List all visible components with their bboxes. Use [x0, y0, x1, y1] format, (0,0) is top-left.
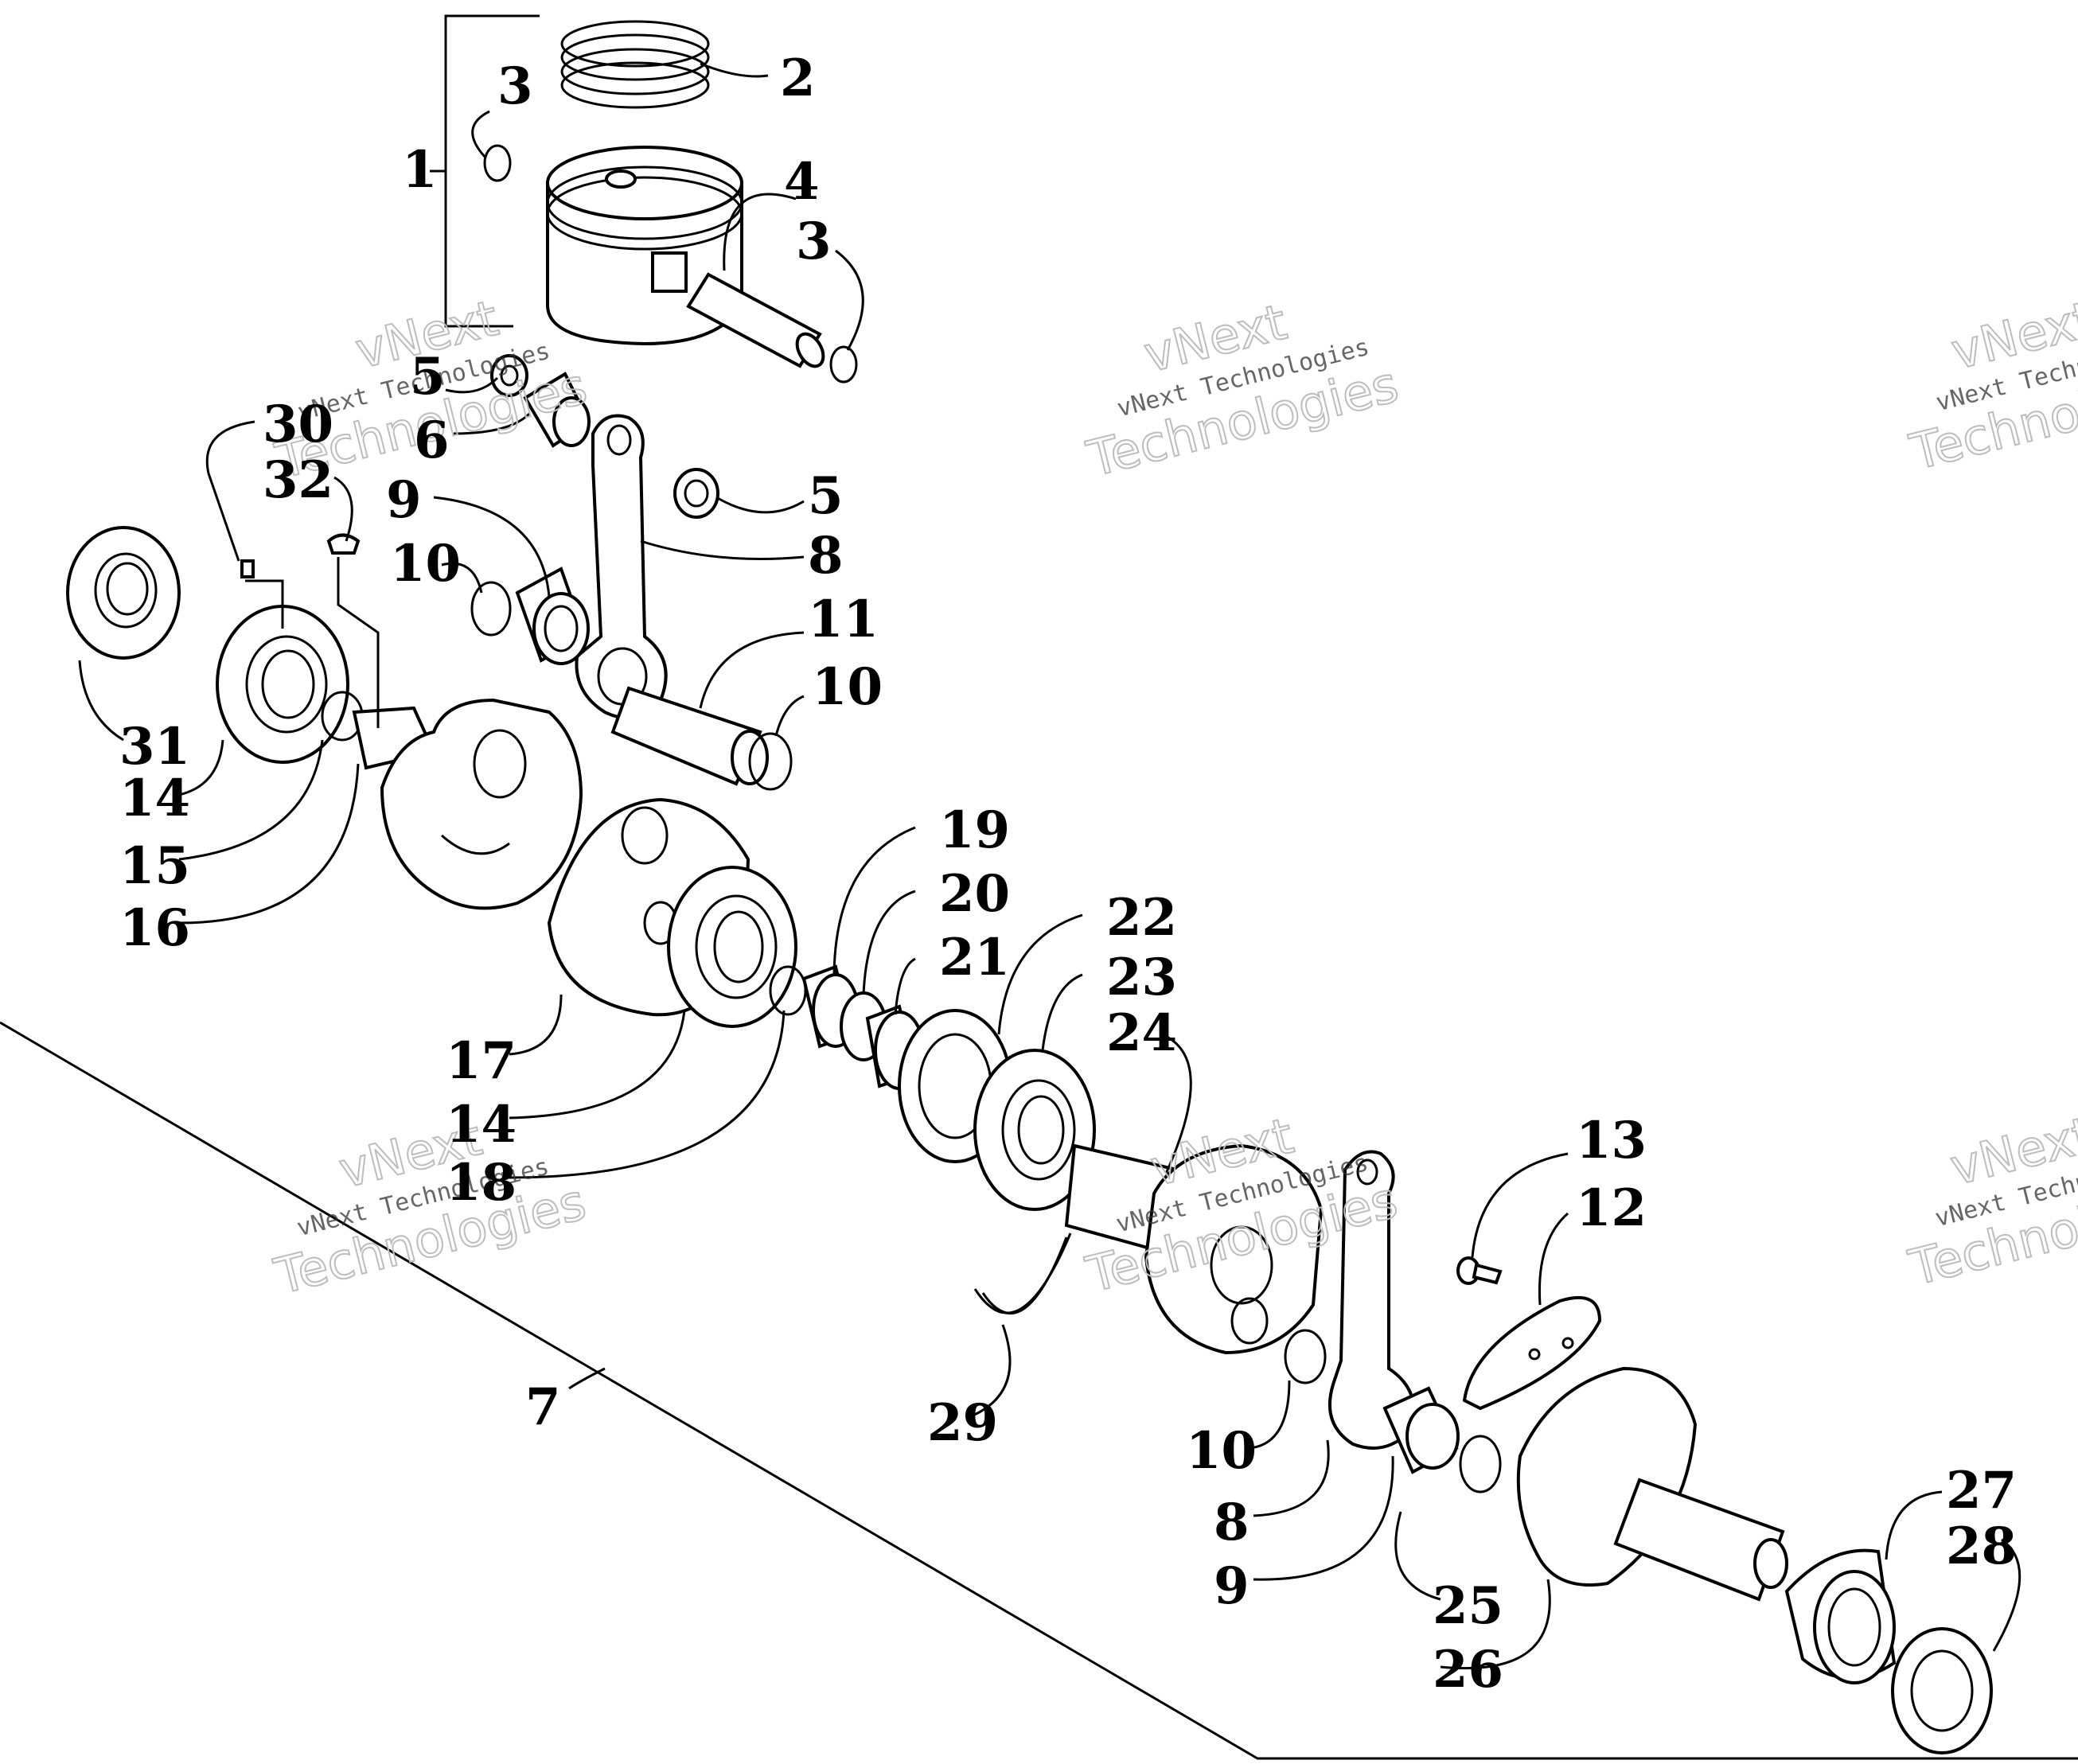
callout-1: 1 — [402, 140, 438, 200]
callout-3-right: 3 — [796, 212, 832, 271]
circlip-big-end-lower — [1284, 1329, 1327, 1384]
needle-bearing-big-end-lower — [1382, 1386, 1460, 1474]
connecting-rod-upper — [575, 414, 668, 720]
callout-8-upper: 8 — [808, 526, 844, 586]
thrust-washer-lower — [673, 468, 719, 519]
callout-labels: 1 2 3 3 4 5 5 6 7 8 8 9 9 10 10 10 11 12… — [119, 49, 2017, 1700]
ball-bearing-center — [667, 866, 797, 1028]
callout-23: 23 — [1106, 948, 1177, 1007]
roller-bearing — [1784, 1548, 1897, 1684]
piston-rings — [560, 20, 710, 109]
circlip-big-end-upper — [470, 581, 512, 637]
oil-seal-left — [66, 526, 181, 660]
wrist-pin — [686, 272, 825, 368]
needle-bearing-big-end-upper — [515, 567, 590, 665]
callout-9-lower: 9 — [1214, 1556, 1250, 1616]
callout-19: 19 — [939, 800, 1010, 860]
callout-20: 20 — [939, 864, 1010, 924]
callout-4: 4 — [784, 152, 820, 212]
callout-8-lower: 8 — [1214, 1493, 1250, 1552]
callout-27: 27 — [1946, 1461, 2017, 1521]
callout-15: 15 — [119, 836, 190, 896]
callout-32: 32 — [263, 450, 333, 510]
callout-13: 13 — [1576, 1111, 1647, 1170]
callout-12: 12 — [1576, 1178, 1647, 1238]
ball-bearing-23 — [973, 1049, 1096, 1211]
needle-bearing-small-end — [523, 372, 591, 448]
leader-lines — [0, 14, 2078, 1760]
ball-bearing-left — [216, 605, 349, 764]
callout-16: 16 — [119, 898, 190, 958]
counterweight — [1462, 1296, 1602, 1411]
watermark-top-right: vNext vNext Techn Technol — [1904, 289, 2078, 482]
callout-14-lower: 14 — [446, 1095, 517, 1155]
callout-28: 28 — [1946, 1517, 2017, 1576]
callout-9-upper: 9 — [386, 470, 422, 530]
callout-11: 11 — [808, 590, 879, 649]
callout-22: 22 — [1106, 888, 1177, 948]
oil-seal-right — [1891, 1627, 1993, 1754]
callout-25: 25 — [1433, 1576, 1503, 1636]
callout-10-left: 10 — [390, 534, 461, 594]
crankshaft-half-left — [352, 698, 583, 910]
piston — [546, 146, 743, 346]
crank-pin-upper — [610, 686, 769, 786]
dowel-pin — [240, 559, 255, 578]
callout-10-right: 10 — [812, 657, 883, 717]
callout-30: 30 — [263, 395, 333, 454]
callout-5-lower: 5 — [808, 466, 844, 526]
callout-3-upper: 3 — [497, 56, 533, 116]
watermark-bottom-right: vNext vNext Techn Technol — [1903, 1104, 2078, 1298]
callout-18: 18 — [446, 1153, 517, 1213]
circlip-upper — [483, 144, 512, 182]
retaining-clip — [973, 1232, 1072, 1315]
watermark-top-center: vNext vNext Technologies Technologies — [1081, 292, 1405, 489]
callout-21: 21 — [939, 928, 1010, 987]
screw — [1456, 1256, 1503, 1285]
callout-10-lower: 10 — [1186, 1421, 1257, 1481]
callout-17: 17 — [446, 1031, 517, 1091]
crankshaft-half-right — [1064, 1143, 1324, 1355]
callout-5-upper: 5 — [410, 347, 446, 407]
output-crankshaft — [1516, 1366, 1788, 1602]
o-ring-25 — [1459, 1435, 1502, 1493]
callout-14-upper: 14 — [119, 769, 190, 828]
circlip-crank-pin — [748, 732, 793, 791]
callout-29: 29 — [927, 1393, 998, 1453]
callout-31: 31 — [119, 717, 190, 777]
callout-7: 7 — [525, 1377, 561, 1437]
callout-24: 24 — [1106, 1003, 1177, 1063]
callout-6: 6 — [414, 411, 450, 470]
callout-2: 2 — [780, 49, 816, 108]
circlip-right — [829, 345, 858, 384]
thrust-washer-upper — [490, 354, 528, 397]
woodruff-key — [326, 533, 361, 555]
callout-26: 26 — [1433, 1640, 1503, 1700]
